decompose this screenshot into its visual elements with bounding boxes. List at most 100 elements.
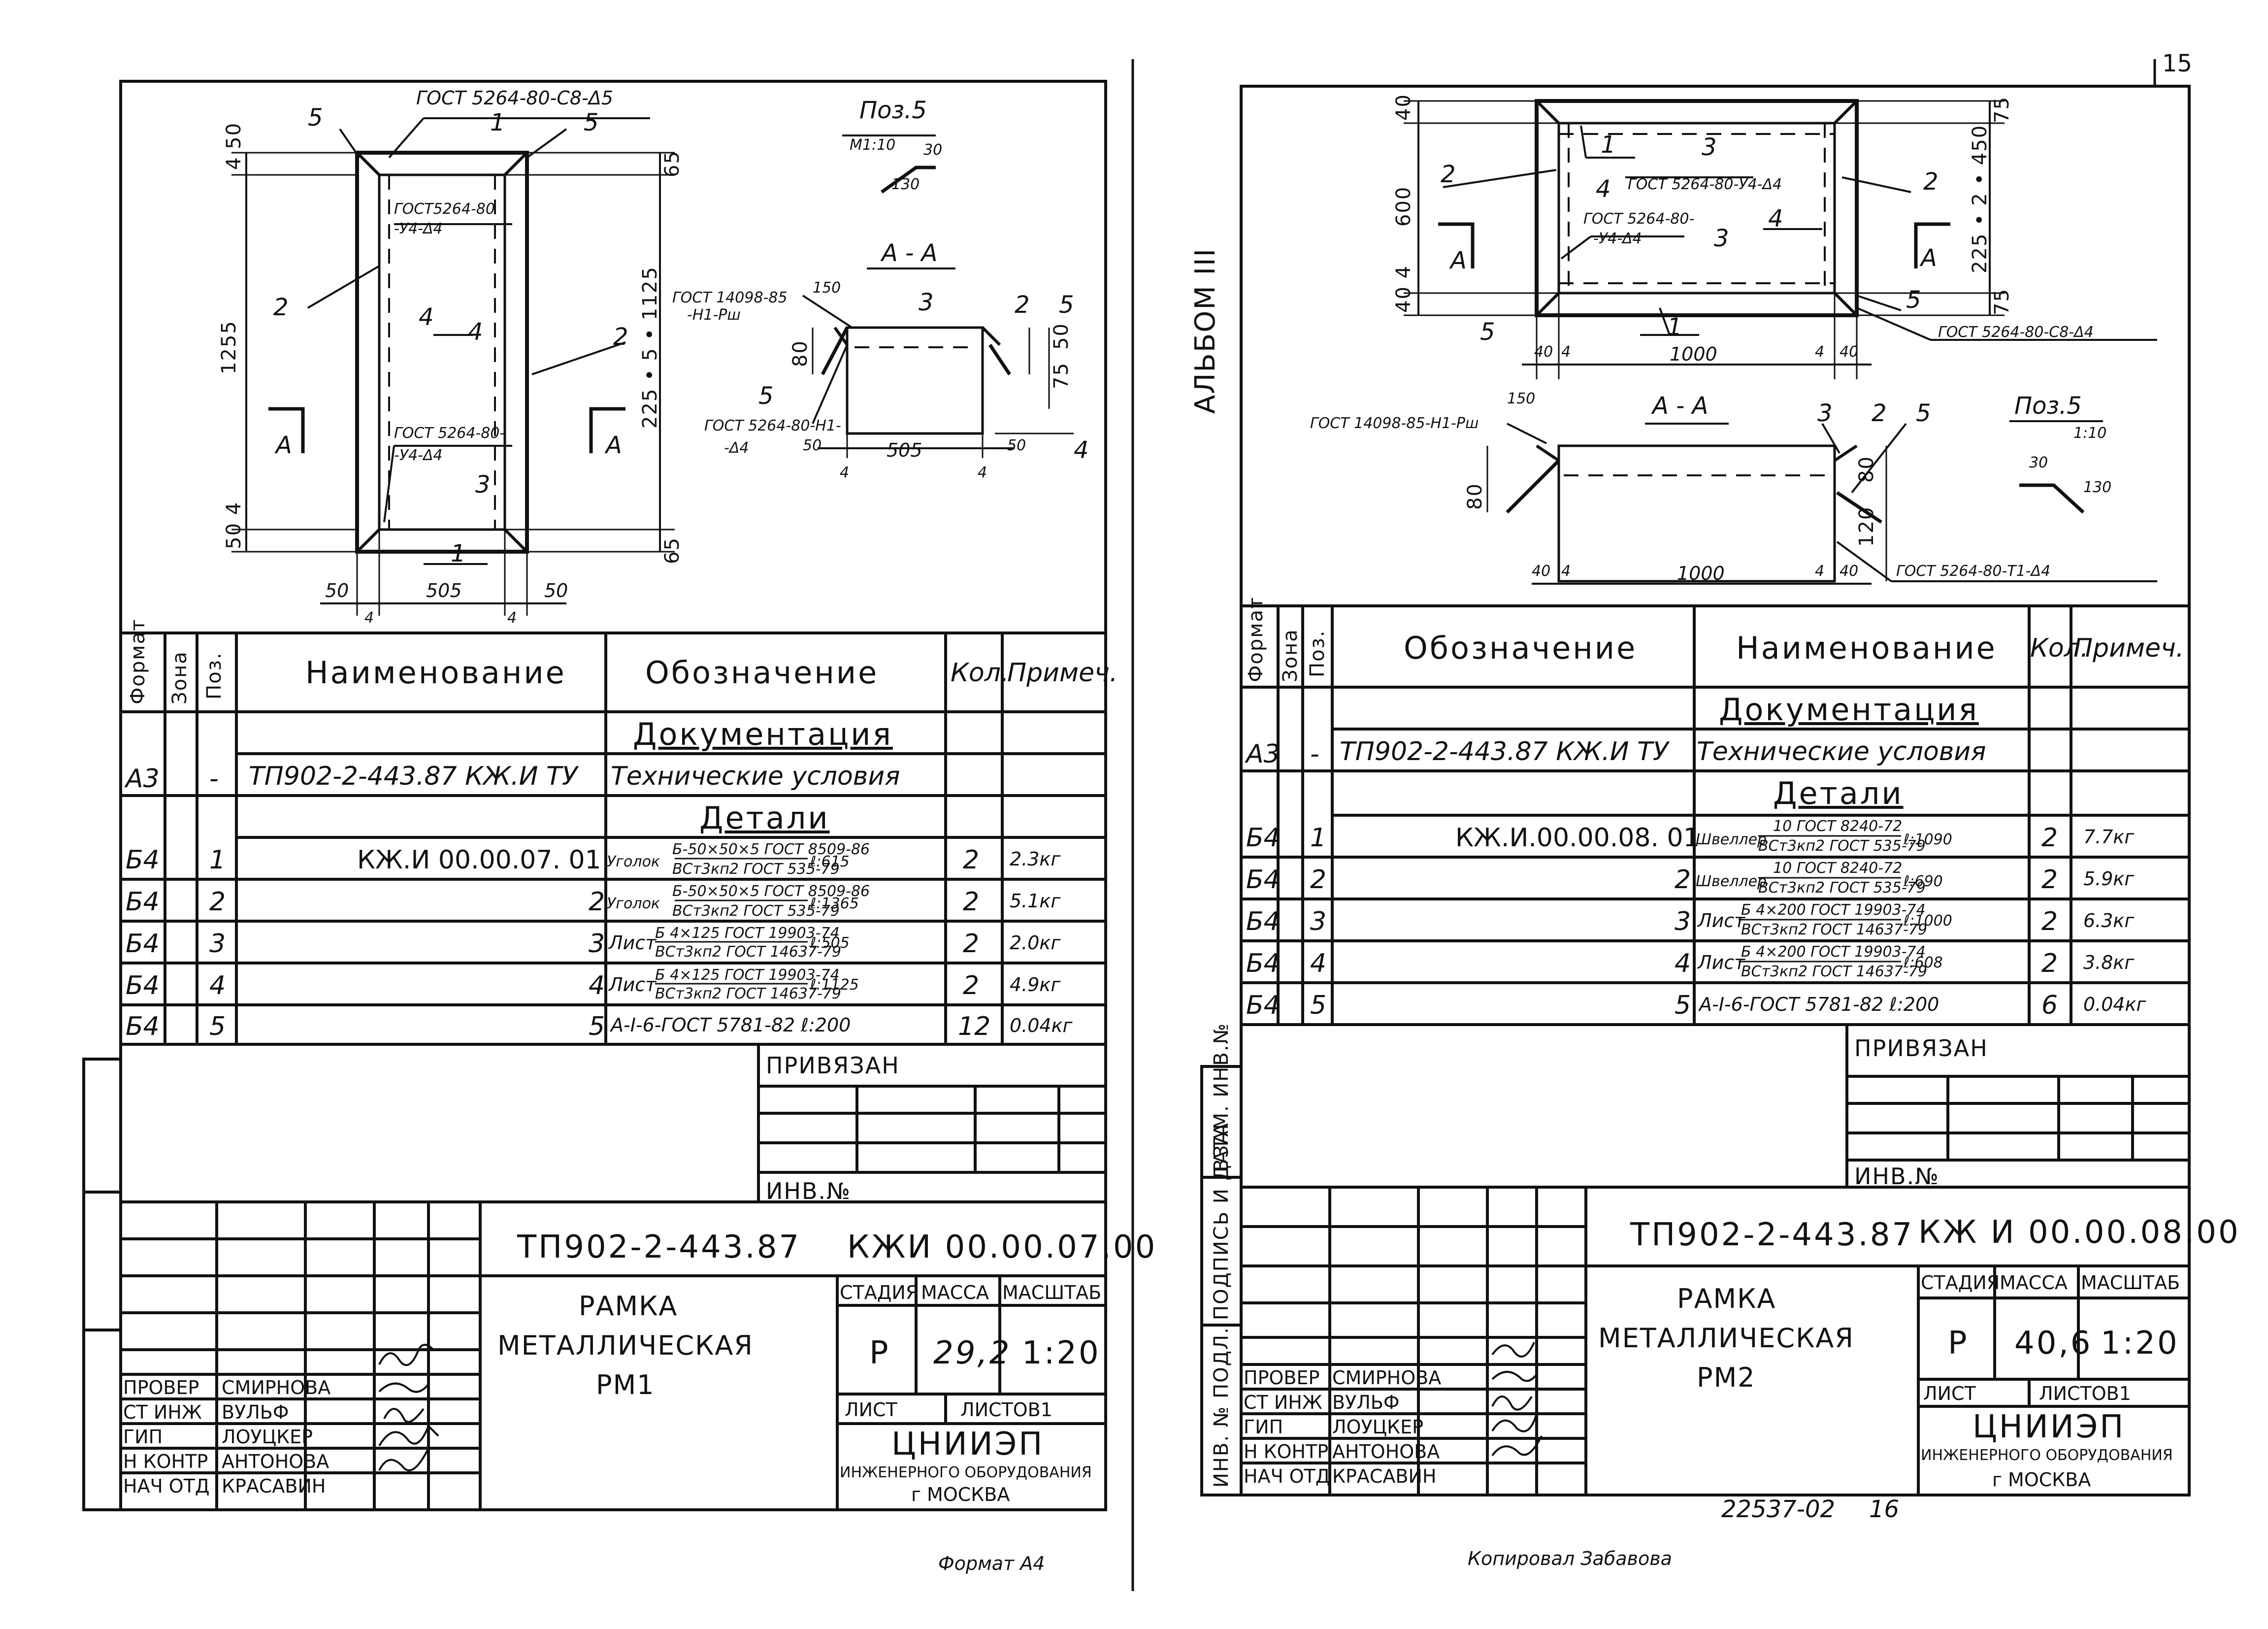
row-qty: 6 bbox=[2041, 991, 2058, 1020]
sec-80: 80 bbox=[789, 340, 812, 367]
rperson-4: АНТОНОВА bbox=[1332, 1441, 1440, 1463]
row-format: Б4 bbox=[1246, 991, 1280, 1020]
rhdr-designation: Обозначение bbox=[1404, 630, 1638, 666]
rpos-1b: 1 bbox=[1667, 313, 1682, 341]
rpos-4b: 4 bbox=[1768, 205, 1783, 233]
role-1: ПРОВЕР bbox=[123, 1377, 199, 1398]
rpoz5-scale: 1:10 bbox=[2073, 425, 2107, 442]
pos-label-5a: 5 bbox=[308, 104, 323, 132]
sec-4l: 4 bbox=[840, 464, 850, 481]
rdim-40r: 40 bbox=[1840, 343, 1859, 361]
rorg-city: г МОСКВА bbox=[1992, 1469, 2091, 1491]
right-sheet-frame bbox=[1240, 85, 2191, 1496]
rhdr-qty: Кол. bbox=[2030, 633, 2089, 663]
sec-pos-3: 3 bbox=[919, 289, 934, 316]
poz5-dim-130: 130 bbox=[891, 176, 920, 193]
rorg-name: ЦНИИЭП bbox=[1972, 1409, 2126, 1445]
row-format: Б4 bbox=[1246, 907, 1280, 936]
rsec-pos-5: 5 bbox=[1916, 399, 1931, 427]
rorg-name-2: ИНЖЕНЕРНОГО ОБОРУДОВАНИЯ bbox=[1921, 1447, 2173, 1464]
gost-5264-h1-2: -Δ4 bbox=[724, 439, 749, 457]
section-documentation: Документация bbox=[633, 716, 893, 752]
row-pos: 4 bbox=[1310, 949, 1327, 978]
row-note: 6.3кг bbox=[2083, 910, 2135, 931]
row-designation: 4 bbox=[1675, 949, 1691, 978]
sec-4r: 4 bbox=[978, 464, 987, 481]
row-len: ℓ:1000 bbox=[1904, 912, 1952, 930]
gost-inner-bot-2: -У4-Δ4 bbox=[394, 447, 443, 464]
rrole-4: Н КОНТР bbox=[1244, 1441, 1329, 1463]
poz5-dim-30: 30 bbox=[923, 141, 943, 159]
row-bot: ВСт3кп2 ГОСТ 535-79 bbox=[672, 902, 840, 920]
title-line-3: РМ1 bbox=[596, 1369, 655, 1400]
row-type: Уголок bbox=[607, 853, 660, 870]
row-qty: 2 bbox=[963, 845, 980, 875]
row-note: 7.7кг bbox=[2083, 826, 2135, 848]
rhdr-format: Формат bbox=[1245, 596, 1267, 682]
row-type: Лист bbox=[609, 974, 657, 996]
stage-header: СТАДИЯ bbox=[840, 1282, 919, 1303]
rpos-5b: 5 bbox=[1480, 318, 1495, 346]
gost-5264-h1-1: ГОСТ 5264-80-Н1- bbox=[704, 417, 841, 434]
row-qty: 2 bbox=[963, 929, 980, 959]
rstage-value: Р bbox=[1948, 1325, 1969, 1362]
pos-label-1-top: 1 bbox=[490, 109, 505, 136]
person-5: КРАСАВИН bbox=[222, 1475, 326, 1497]
rrole-3: ГИП bbox=[1244, 1416, 1283, 1438]
dim-4a: 4 bbox=[364, 609, 374, 627]
row-top: 10 ГОСТ 8240-72 bbox=[1773, 818, 1903, 835]
doc-row-designation: Технические условия bbox=[611, 762, 900, 791]
hdr-note: Примеч. bbox=[1007, 658, 1118, 688]
poz5-title: Поз.5 bbox=[859, 97, 927, 124]
row-qty: 2 bbox=[963, 971, 980, 1000]
sheet-header: ЛИСТ bbox=[845, 1399, 897, 1421]
rdim-4r: 4 bbox=[1815, 343, 1825, 361]
person-2: ВУЛЬФ bbox=[222, 1401, 289, 1423]
section-details: Детали bbox=[699, 800, 830, 836]
rdoc-format: А3 bbox=[1246, 739, 1280, 769]
row-bot: ВСт3кп2 ГОСТ 14637-79 bbox=[1741, 921, 1928, 938]
dim-504: 50 4 bbox=[223, 501, 245, 549]
rrole-2: СТ ИНЖ bbox=[1244, 1392, 1322, 1413]
pos-label-4b: 4 bbox=[468, 318, 483, 346]
sec-50r: 50 bbox=[1007, 437, 1026, 454]
row-len: ℓ:505 bbox=[810, 934, 850, 952]
rscale-header: МАСШТАБ bbox=[2081, 1272, 2180, 1294]
row-bot: ВСт3кп2 ГОСТ 14637-79 bbox=[1741, 963, 1928, 980]
rsection-aa-title: А - А bbox=[1652, 392, 1709, 420]
format-note: Формат А4 bbox=[938, 1553, 1045, 1574]
rtitle-line-1: РАМКА bbox=[1677, 1283, 1776, 1314]
pos-label-1-bot: 1 bbox=[451, 540, 466, 567]
row-format: Б4 bbox=[126, 971, 160, 1000]
rpos-4a: 4 bbox=[1596, 175, 1611, 203]
row-len: ℓ:1125 bbox=[810, 976, 859, 994]
row-note: 2.3кг bbox=[1010, 848, 1061, 870]
rhdr-note: Примеч. bbox=[2073, 633, 2184, 663]
rsec-150: 150 bbox=[1507, 390, 1536, 407]
hdr-pos: Поз. bbox=[203, 652, 226, 699]
stage-value: Р bbox=[869, 1335, 890, 1371]
row-top: Б-50×50×5 ГОСТ 8509-86 bbox=[672, 841, 870, 858]
dim-225: 225 • 5 • 1125 bbox=[639, 266, 661, 429]
rsec-40r: 40 bbox=[1840, 563, 1859, 580]
row-len: ℓ:690 bbox=[1904, 873, 1943, 890]
row-len: ℓ:608 bbox=[1904, 954, 1943, 971]
row-format: Б4 bbox=[1246, 823, 1280, 853]
person-4: АНТОНОВА bbox=[222, 1451, 329, 1472]
hdr-qty: Кол. bbox=[951, 658, 1009, 688]
row-bot: ВСт3кп2 ГОСТ 535-79 bbox=[672, 861, 840, 878]
row-len: ℓ:615 bbox=[810, 853, 850, 870]
album-label: АЛЬБОМ III bbox=[1189, 248, 1221, 414]
row-type: Лист bbox=[1698, 910, 1745, 931]
row-qty: 2 bbox=[2041, 907, 2058, 936]
row-qty: 12 bbox=[958, 1012, 991, 1041]
row-designation: 2 bbox=[1675, 865, 1691, 895]
row-pos: 5 bbox=[209, 1012, 226, 1041]
sec-150: 150 bbox=[813, 279, 841, 297]
row-pos: 1 bbox=[1310, 823, 1327, 853]
row-note: 3.8кг bbox=[2083, 952, 2135, 973]
row-pos: 2 bbox=[209, 887, 226, 917]
pos-label-5b: 5 bbox=[584, 109, 599, 136]
title-line-2: МЕТАЛЛИЧЕСКАЯ bbox=[497, 1330, 754, 1361]
